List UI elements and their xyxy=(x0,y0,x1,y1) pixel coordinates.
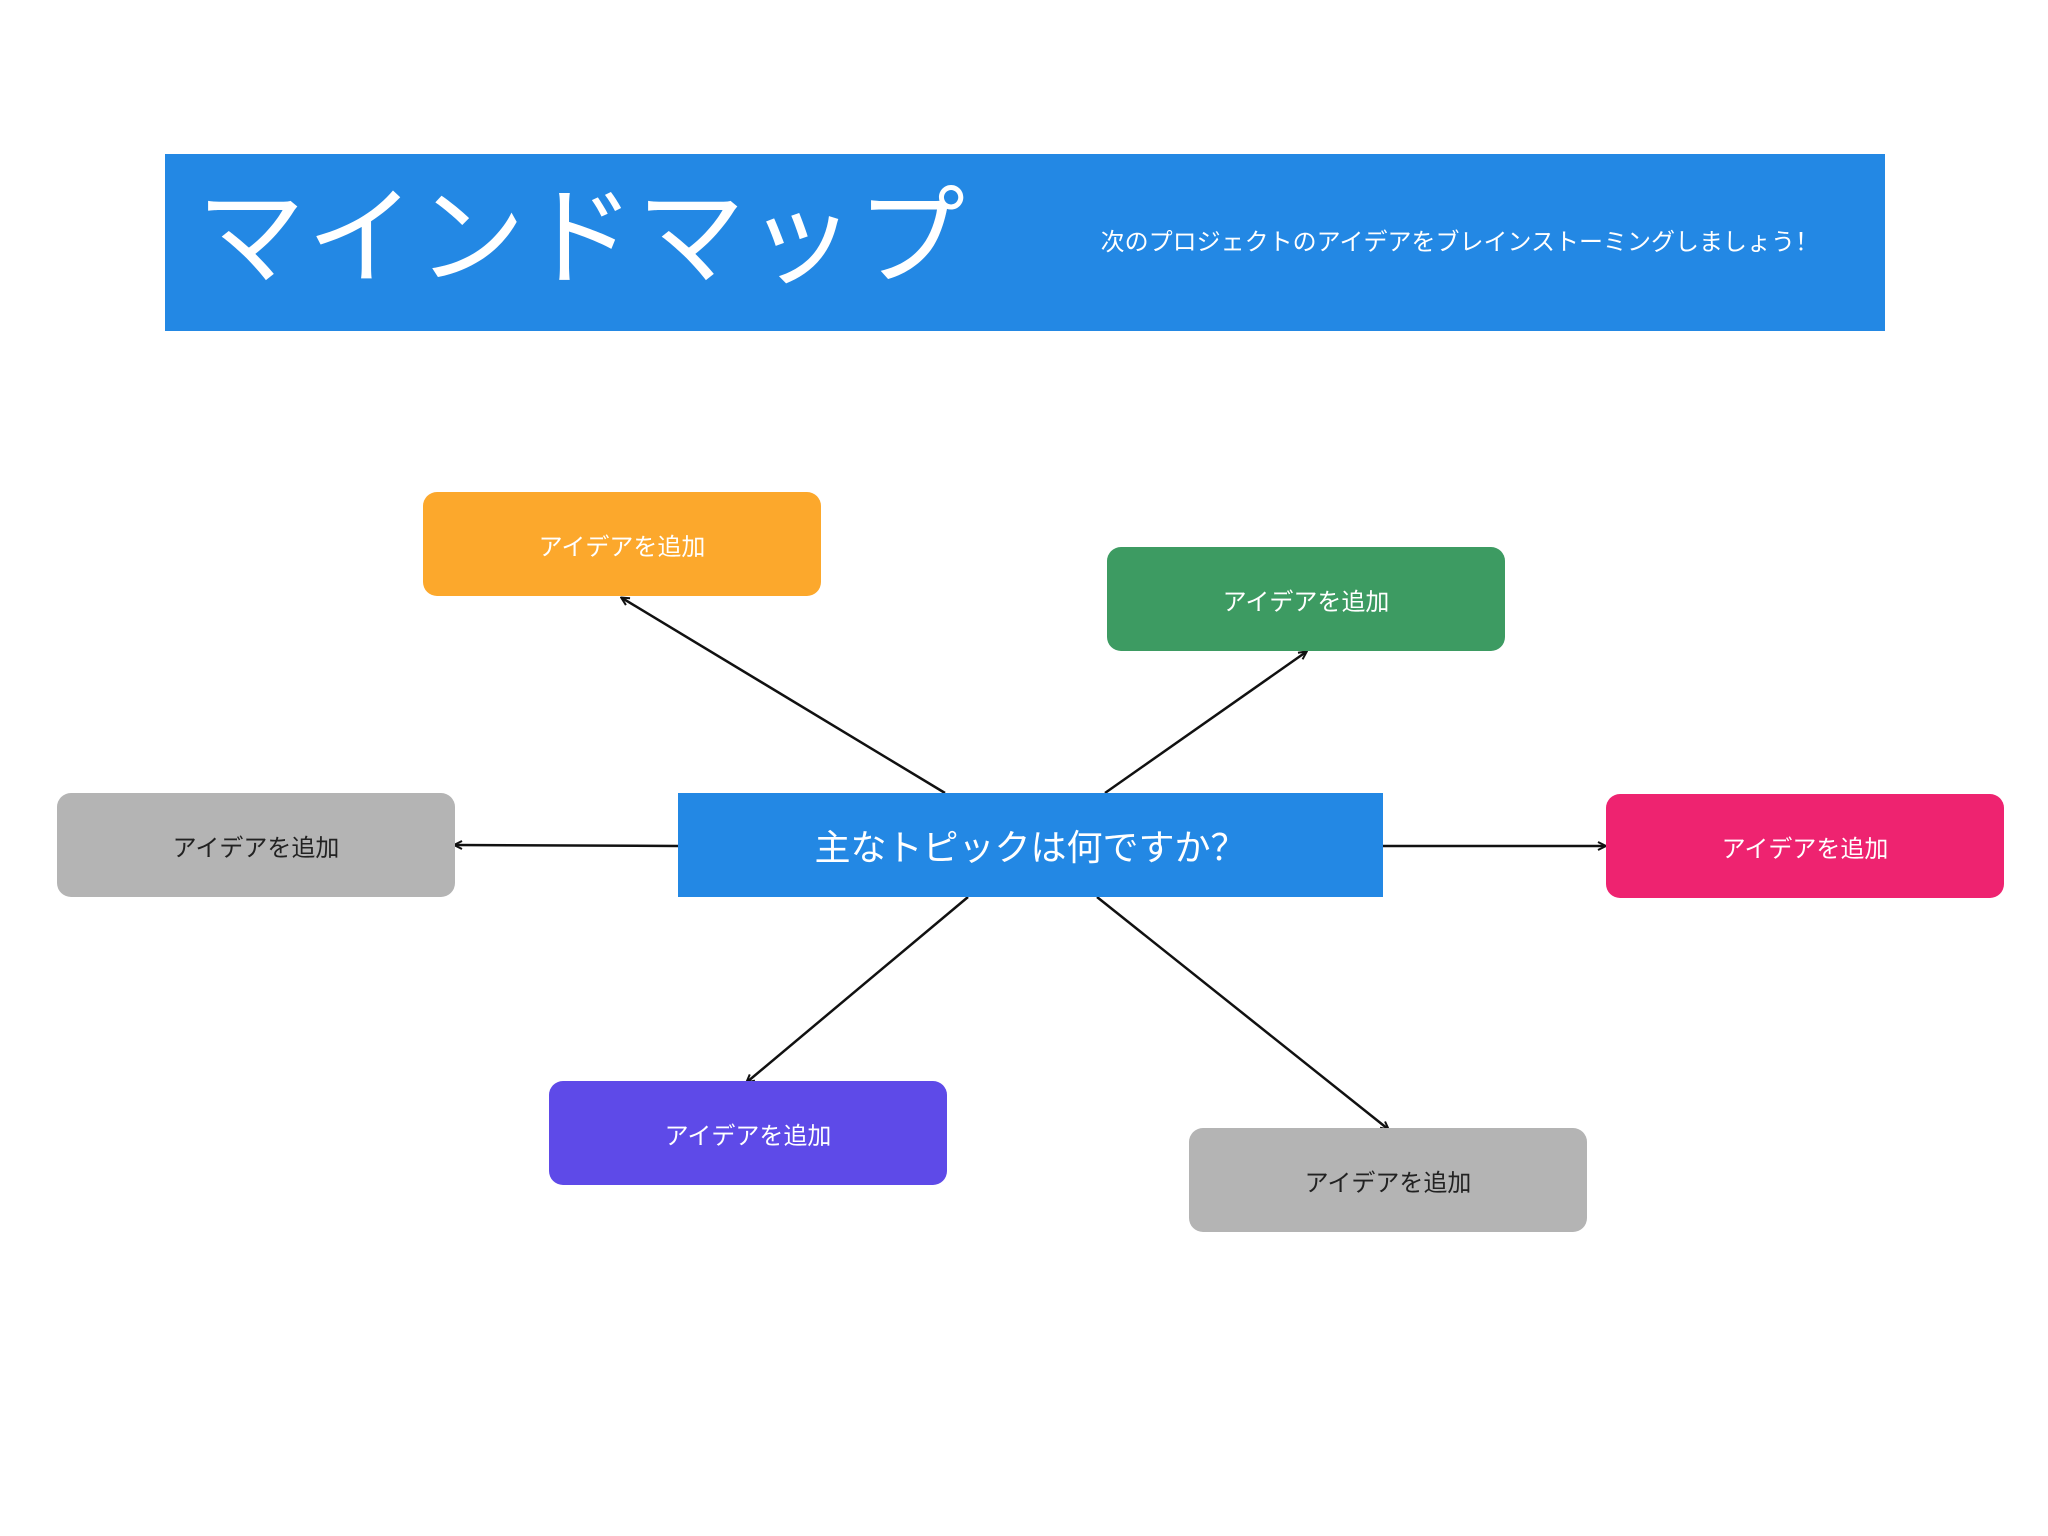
idea-node-label: アイデアを追加 xyxy=(172,833,340,862)
page-subtitle: 次のプロジェクトのアイデアをブレインストーミングしましょう！ xyxy=(1100,228,1819,256)
connector-to-purple xyxy=(747,896,969,1082)
page-title: マインドマップ xyxy=(197,176,968,301)
header-banner: マインドマップ 次のプロジェクトのアイデアをブレインストーミングしましょう！ xyxy=(165,154,1885,331)
idea-node-purple[interactable]: アイデアを追加 xyxy=(549,1081,947,1185)
idea-node-label: アイデアを追加 xyxy=(1721,834,1889,863)
connector-to-gray-bottom xyxy=(1096,896,1388,1129)
idea-node-pink[interactable]: アイデアを追加 xyxy=(1606,794,2004,898)
central-topic-label: 主なトピックは何ですか？ xyxy=(814,828,1247,869)
idea-node-gray-left[interactable]: アイデアを追加 xyxy=(57,793,455,897)
idea-node-orange[interactable]: アイデアを追加 xyxy=(423,492,821,596)
connector-to-orange xyxy=(622,598,946,795)
idea-node-label: アイデアを追加 xyxy=(664,1121,832,1150)
idea-node-label: アイデアを追加 xyxy=(1304,1168,1472,1197)
connector-to-green xyxy=(1104,652,1306,795)
idea-node-green[interactable]: アイデアを追加 xyxy=(1107,547,1505,651)
idea-node-label: アイデアを追加 xyxy=(1222,587,1390,616)
connector-to-gray-left xyxy=(455,845,679,846)
idea-node-label: アイデアを追加 xyxy=(538,532,706,561)
idea-node-gray-bottom[interactable]: アイデアを追加 xyxy=(1189,1128,1587,1232)
central-topic[interactable]: 主なトピックは何ですか？ xyxy=(678,793,1383,897)
